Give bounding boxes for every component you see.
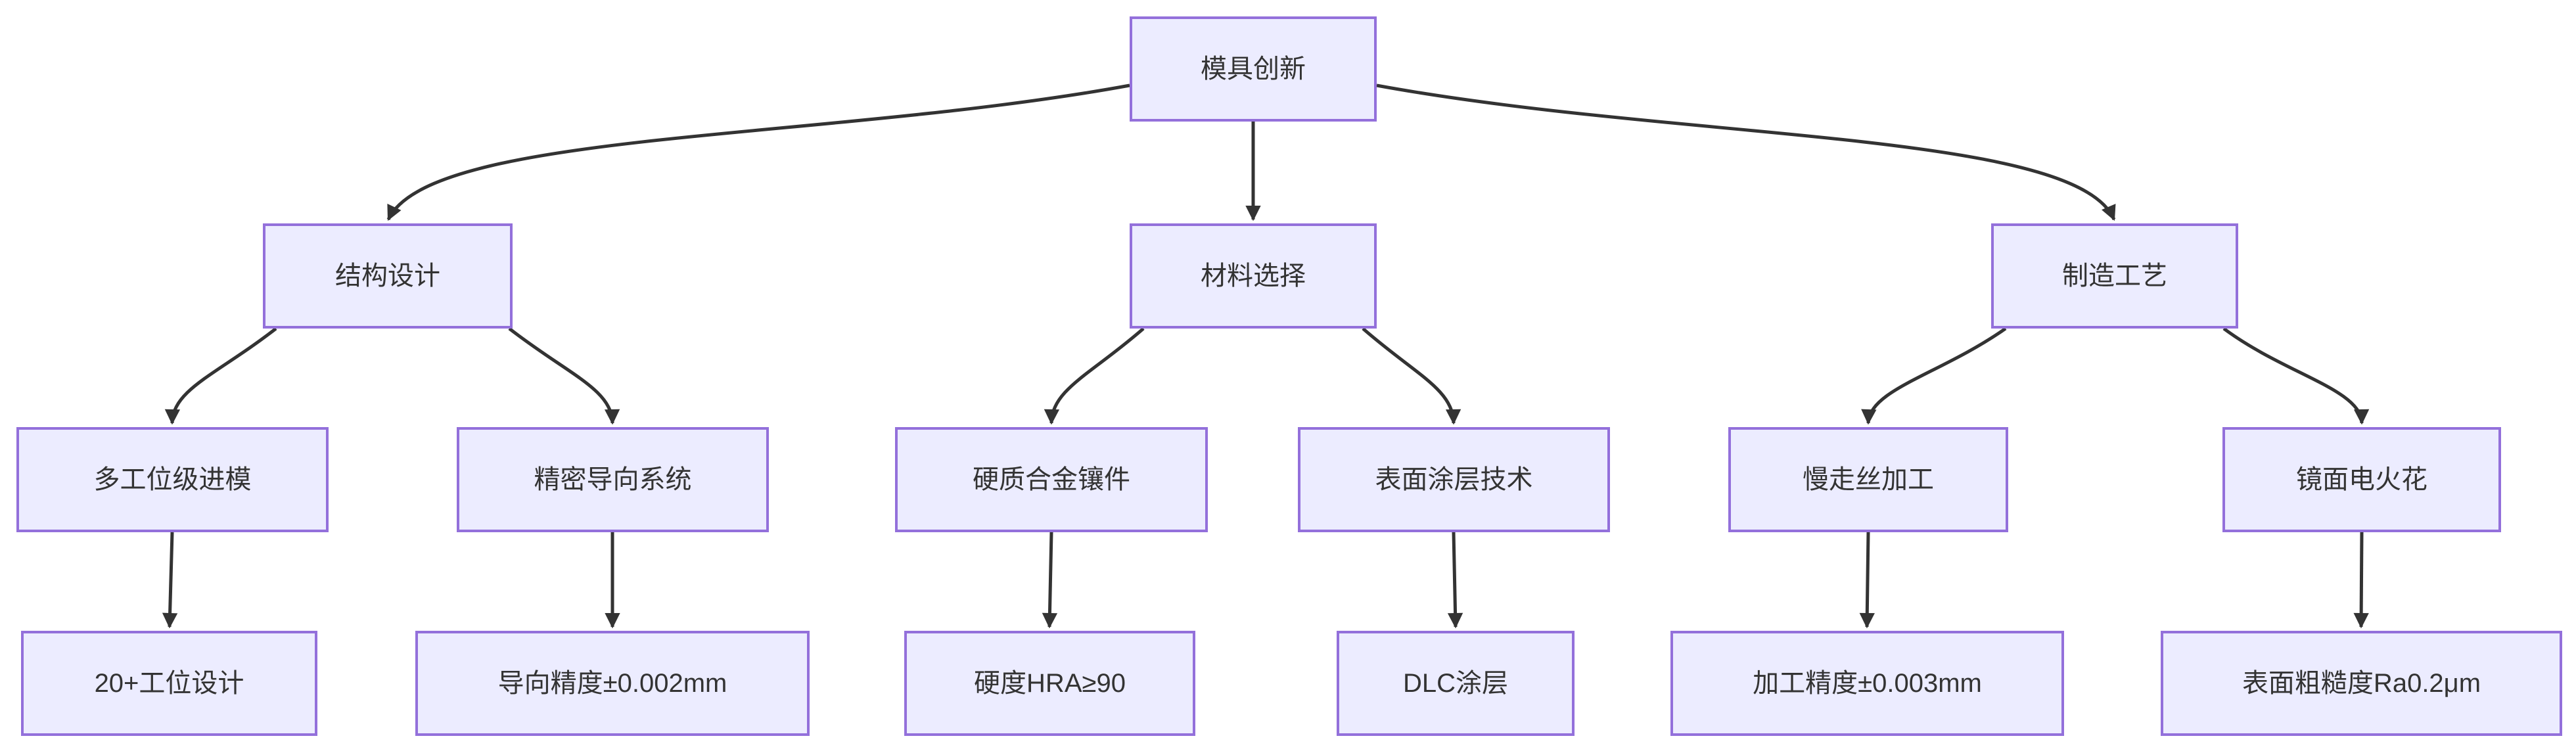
- node-guide-accuracy: 导向精度±0.002mm: [415, 631, 810, 736]
- edge-multi-station-die-station-design: [162, 532, 178, 629]
- edge-structure-multi-station-die: [164, 327, 277, 425]
- edge-carbide-insert-hardness: [1042, 532, 1058, 629]
- edge-material-carbide-insert: [1044, 327, 1145, 425]
- node-root: 模具创新: [1130, 16, 1377, 122]
- node-wire-edm: 慢走丝加工: [1728, 427, 2008, 532]
- node-surface-roughness: 表面粗糙度Ra0.2μm: [2161, 631, 2562, 736]
- node-hardness: 硬度HRA≥90: [904, 631, 1195, 736]
- edge-wire-edm-machining-accuracy: [1859, 532, 1875, 629]
- node-manufacturing-process: 制造工艺: [1991, 223, 2238, 329]
- edge-material-surface-coating: [1362, 327, 1461, 425]
- node-machining-accuracy: 加工精度±0.003mm: [1670, 631, 2064, 736]
- node-carbide-insert: 硬质合金镶件: [895, 427, 1208, 532]
- edge-surface-coating-dlc-coating: [1447, 532, 1463, 629]
- node-precision-guide: 精密导向系统: [457, 427, 769, 532]
- node-mirror-edm: 镜面电火花: [2222, 427, 2501, 532]
- edge-mirror-edm-surface-roughness: [2353, 532, 2369, 629]
- edge-process-mirror-edm: [2222, 327, 2370, 425]
- node-dlc-coating: DLC涂层: [1337, 631, 1575, 736]
- node-multi-station-die: 多工位级进模: [16, 427, 329, 532]
- edge-root-structure: [386, 83, 1130, 221]
- node-surface-coating: 表面涂层技术: [1298, 427, 1610, 532]
- edge-process-wire-edm: [1861, 327, 2007, 425]
- node-material-selection: 材料选择: [1130, 223, 1377, 329]
- node-station-design: 20+工位设计: [21, 631, 317, 736]
- node-structure-design: 结构设计: [263, 223, 513, 329]
- edge-root-process: [1376, 83, 2116, 221]
- edge-structure-precision-guide: [508, 327, 620, 425]
